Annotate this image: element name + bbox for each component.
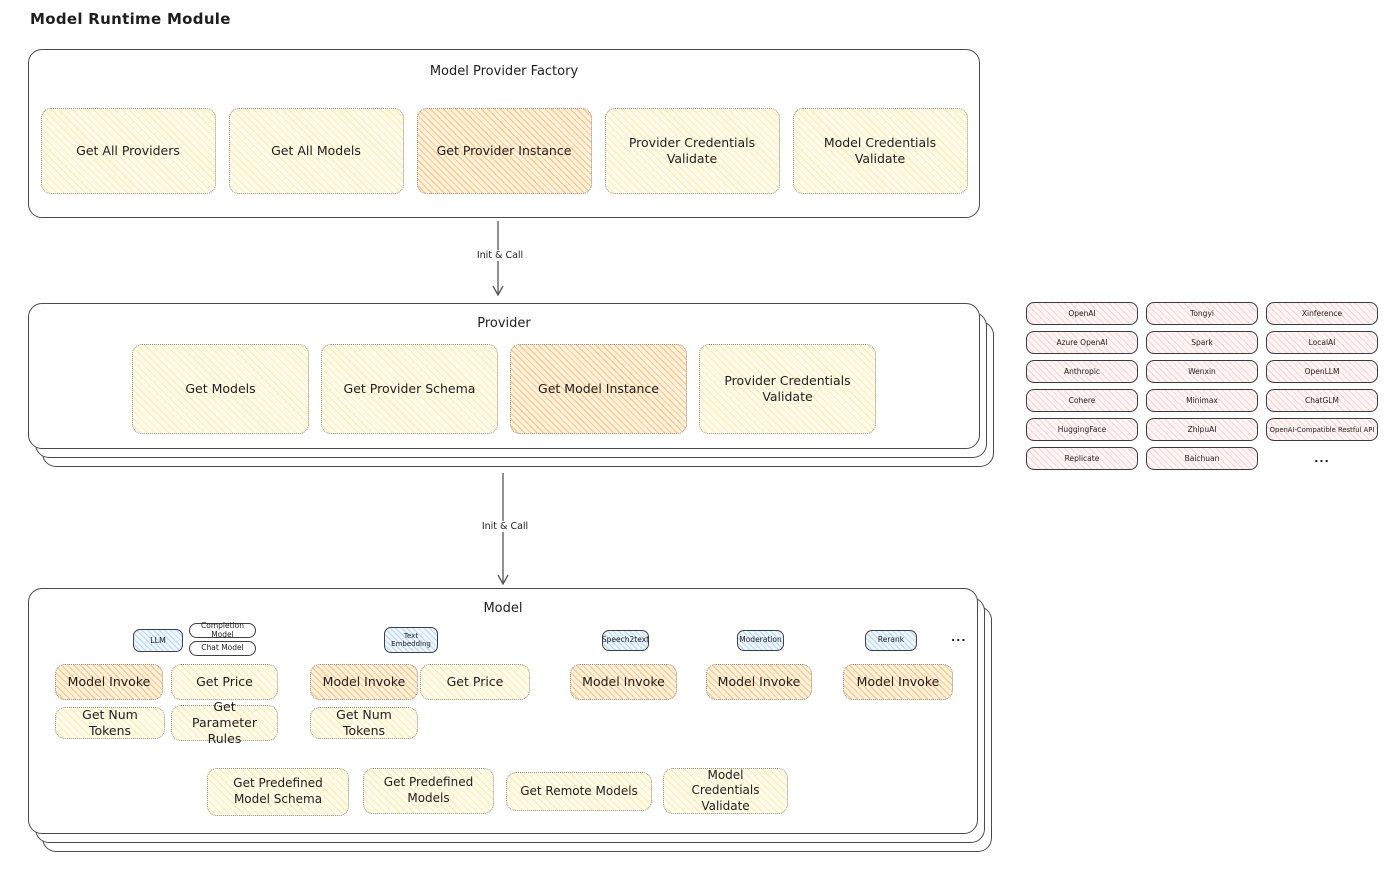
model-title: Model — [483, 601, 523, 616]
node-get-remote-models: Get Remote Models — [506, 772, 652, 811]
node-get-predefined-models: Get Predefined Models — [363, 768, 494, 814]
node-get-models: Get Models — [132, 344, 309, 434]
badge-rerank: Rerank — [865, 630, 917, 651]
node-provider-credentials-validate: Provider Credentials Validate — [604, 108, 780, 194]
provider-title: Provider — [477, 316, 531, 331]
provider-chip: Replicate — [1026, 447, 1138, 470]
badge-speech2text: Speech2text — [602, 630, 649, 651]
node-get-all-models: Get All Models — [228, 108, 404, 194]
node-get-all-providers: Get All Providers — [40, 108, 216, 194]
badge-completion-model: Completion Model — [189, 621, 256, 638]
provider-chip: Anthropic — [1026, 360, 1138, 383]
provider-chip: Minimax — [1146, 389, 1258, 412]
model-box: Model LLM Completion Model Chat Model Mo… — [28, 588, 978, 834]
node-rerank-model-invoke: Model Invoke — [843, 664, 953, 700]
provider-chip: ChatGLM — [1266, 389, 1378, 412]
provider-chip: LocalAI — [1266, 331, 1378, 354]
node-s2t-model-invoke: Model Invoke — [570, 664, 677, 700]
node-get-provider-instance: Get Provider Instance — [416, 108, 592, 194]
badge-llm: LLM — [133, 629, 183, 652]
badge-chat-model: Chat Model — [189, 641, 256, 656]
node-get-provider-schema: Get Provider Schema — [321, 344, 498, 434]
badge-moderation: Moderation — [737, 630, 784, 651]
node-te-get-num-tokens: Get Num Tokens — [310, 707, 418, 739]
arrow1-label: Init & Call — [455, 250, 545, 261]
page-title: Model Runtime Module — [30, 10, 231, 28]
provider-button-row: Get Models Get Provider Schema Get Model… — [44, 344, 964, 434]
arrow2-label: Init & Call — [460, 521, 550, 532]
provider-chip: HuggingFace — [1026, 418, 1138, 441]
provider-list: OpenAI Tongyi Xinference Azure OpenAI Sp… — [1026, 302, 1378, 470]
node-llm-get-price: Get Price — [171, 664, 278, 700]
provider-chip: Cohere — [1026, 389, 1138, 412]
factory-box: Model Provider Factory Get All Providers… — [28, 49, 980, 218]
provider-chip: OpenLLM — [1266, 360, 1378, 383]
provider-box: Provider Get Models Get Provider Schema … — [28, 303, 980, 449]
provider-chip: OpenAI-Compatible Restful API — [1266, 418, 1378, 441]
provider-chip: Xinference — [1266, 302, 1378, 325]
provider-chip: Wenxin — [1146, 360, 1258, 383]
node-get-predefined-model-schema: Get Predefined Model Schema — [207, 768, 349, 816]
provider-chip: Spark — [1146, 331, 1258, 354]
provider-chip: Baichuan — [1146, 447, 1258, 470]
model-types-ellipsis: ... — [951, 631, 967, 644]
node-model-credentials-validate-2: Model Credentials Validate — [663, 768, 788, 814]
node-get-model-instance: Get Model Instance — [510, 344, 687, 434]
provider-chip: ZhipuAI — [1146, 418, 1258, 441]
node-llm-model-invoke: Model Invoke — [55, 664, 163, 700]
badge-text-embedding: Text Embedding — [384, 627, 438, 653]
provider-chip: Azure OpenAI — [1026, 331, 1138, 354]
node-provider-credentials-validate-2: Provider Credentials Validate — [699, 344, 876, 434]
node-model-credentials-validate: Model Credentials Validate — [792, 108, 968, 194]
node-moderation-model-invoke: Model Invoke — [706, 664, 812, 700]
provider-list-ellipsis: ... — [1314, 452, 1330, 465]
provider-chip: OpenAI — [1026, 302, 1138, 325]
node-llm-get-num-tokens: Get Num Tokens — [55, 707, 165, 739]
node-llm-get-parameter-rules: Get Parameter Rules — [171, 699, 278, 746]
node-te-model-invoke: Model Invoke — [310, 664, 418, 700]
node-te-get-price: Get Price — [420, 664, 530, 700]
factory-title: Model Provider Factory — [429, 64, 579, 79]
factory-button-row: Get All Providers Get All Models Get Pro… — [40, 108, 968, 194]
provider-chip: Tongyi — [1146, 302, 1258, 325]
